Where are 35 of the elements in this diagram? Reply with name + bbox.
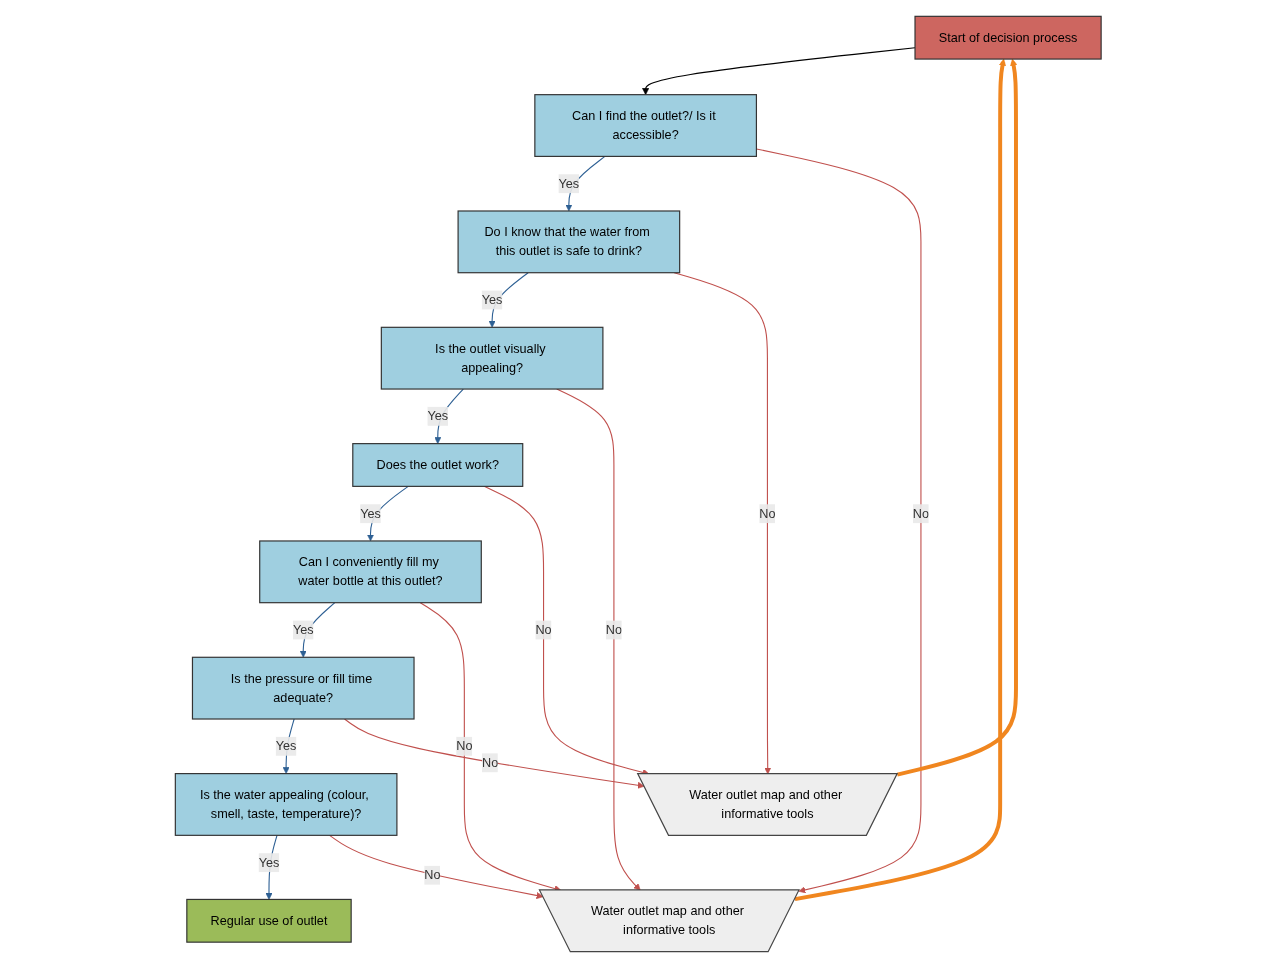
arrow	[897, 58, 1019, 777]
arrow	[794, 58, 1007, 902]
edge-label: Yes	[360, 506, 382, 520]
node-box: Is the water appealing (colour, smell, taste, temperature)?	[175, 773, 398, 836]
node-box: Can I find the outlet?/ Is it accessible?	[534, 94, 758, 157]
edge-label: Yes	[293, 622, 314, 637]
node-box: Can I conveniently fill my water bottle at this outlet?	[259, 540, 483, 604]
node-box: Is the outlet visually appealing?	[381, 326, 604, 390]
edge-label: No	[606, 622, 623, 637]
edge-label: Yes	[427, 409, 449, 423]
edge-label: Yes	[276, 739, 297, 753]
edge-label: Yes	[558, 176, 580, 191]
node-box: Does the outlet work?	[352, 443, 524, 487]
node-box: Do I know that the water from this outlet is safe to drink?	[457, 210, 681, 274]
arrow	[756, 148, 922, 894]
edge-label: No	[913, 506, 930, 520]
edge-label: Yes	[258, 855, 280, 869]
arrow	[367, 485, 410, 542]
arrow	[488, 272, 529, 328]
arrow	[344, 718, 645, 789]
edge-label: No	[535, 622, 552, 637]
arrow	[329, 834, 544, 899]
arrow	[565, 155, 606, 212]
edge-label: No	[482, 755, 499, 770]
edge-label: No	[456, 739, 473, 753]
edge-label: Yes	[482, 292, 503, 307]
arrow	[434, 388, 465, 444]
edge-label: No	[424, 868, 441, 882]
arrow	[642, 47, 916, 95]
arrow	[282, 718, 295, 774]
edge-label: No	[759, 506, 776, 520]
node-box: Is the pressure or fill time adequate?	[192, 656, 415, 720]
node-box: Regular use of outlet	[186, 898, 352, 943]
node-box: Start of decision process	[914, 15, 1102, 60]
arrow	[300, 602, 336, 658]
